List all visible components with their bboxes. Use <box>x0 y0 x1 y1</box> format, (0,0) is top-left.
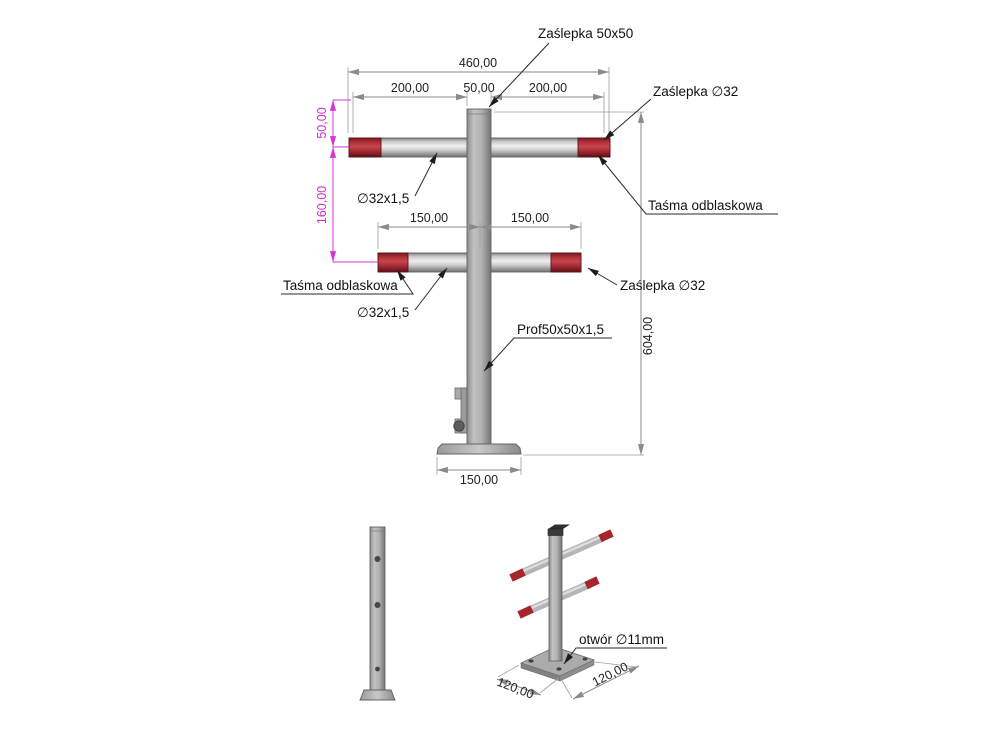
dim-base-depth: 120,00 <box>495 675 536 702</box>
callout-tape-top: Taśma odblaskowa <box>648 198 763 213</box>
iso-lower-bar-red-cap-left <box>517 605 534 619</box>
iso-plate-hole-front <box>556 667 562 671</box>
front-view: 460,00 200,00 50,00 200,00 50,00 160,00 <box>281 26 778 487</box>
front-geometry <box>348 108 611 455</box>
extension-line <box>539 677 560 694</box>
dim-span-center: 50,00 <box>463 81 494 95</box>
side-hole-lower <box>374 602 381 608</box>
leader-cap-round-top <box>603 98 652 141</box>
post <box>466 108 492 447</box>
callout-post-profile: Prof50x50x1,5 <box>517 322 604 337</box>
extension-line <box>497 664 520 678</box>
side-hole-base <box>375 666 380 672</box>
iso-post-cap <box>547 528 564 536</box>
leader-tube-bottom <box>414 267 448 311</box>
iso-post-cap-top-face <box>548 524 570 529</box>
callout-cap-square: Zaślepka 50x50 <box>538 26 633 41</box>
dim-lower-left: 150,00 <box>410 211 448 225</box>
dim-span-left: 200,00 <box>391 81 429 95</box>
dim-span-right: 200,00 <box>529 81 567 95</box>
side-base-plate <box>359 689 396 701</box>
callout-tube-bottom: ∅32x1,5 <box>357 305 409 320</box>
top-crossbar-red-cap-right <box>577 137 611 158</box>
callout-hole: otwór ∅11mm <box>579 632 664 647</box>
callout-tube-top: ∅32x1,5 <box>357 191 409 206</box>
dim-bar-spacing: 160,00 <box>315 186 329 224</box>
iso-plate-hole-left <box>528 659 534 663</box>
dim-overall-width: 460,00 <box>459 56 497 70</box>
base-plate <box>436 443 522 455</box>
leader-cap-square <box>488 42 550 108</box>
side-view <box>359 526 396 701</box>
dimension-line-base-width <box>572 665 640 700</box>
lower-crossbar-red-cap-left <box>377 252 409 273</box>
dim-base-width: 150,00 <box>460 473 498 487</box>
dimension-line-base-depth <box>496 678 542 696</box>
front-dimensions: 460,00 200,00 50,00 200,00 50,00 160,00 <box>315 56 655 487</box>
dim-top-offset: 50,00 <box>315 107 329 138</box>
callout-cap-round-top: Zaślepka ∅32 <box>653 84 738 99</box>
leader-hole <box>563 647 667 665</box>
front-callouts: Zaślepka 50x50 Zaślepka ∅32 Taśma odblas… <box>281 26 778 372</box>
extension-line <box>560 678 573 699</box>
side-post <box>369 526 386 691</box>
leader-post-profile <box>483 337 612 372</box>
leader-tape-bottom <box>281 269 414 295</box>
leader-tube-top <box>414 152 438 197</box>
callout-tape-bottom: Taśma odblaskowa <box>283 278 398 293</box>
iso-post <box>548 533 563 662</box>
iso-lower-bar-red-cap-right <box>584 576 600 590</box>
leader-tape-top <box>597 154 778 215</box>
dim-lower-right: 150,00 <box>511 211 549 225</box>
leader-cap-round-bottom <box>587 267 618 286</box>
dim-overall-height: 604,00 <box>641 317 655 355</box>
iso-top-bar-red-cap-right <box>598 529 614 543</box>
side-hole-upper <box>374 556 381 562</box>
bracket-bolt <box>453 420 465 432</box>
iso-view: 120,00 120,00 otwór ∅11mm <box>495 524 667 702</box>
iso-top-bar-red-cap-left <box>509 568 526 582</box>
callout-cap-round-bottom: Zaślepka ∅32 <box>620 278 705 293</box>
lower-crossbar-red-cap-right <box>550 252 582 273</box>
top-crossbar-red-cap-left <box>348 137 382 158</box>
iso-plate-hole-right <box>582 657 588 661</box>
